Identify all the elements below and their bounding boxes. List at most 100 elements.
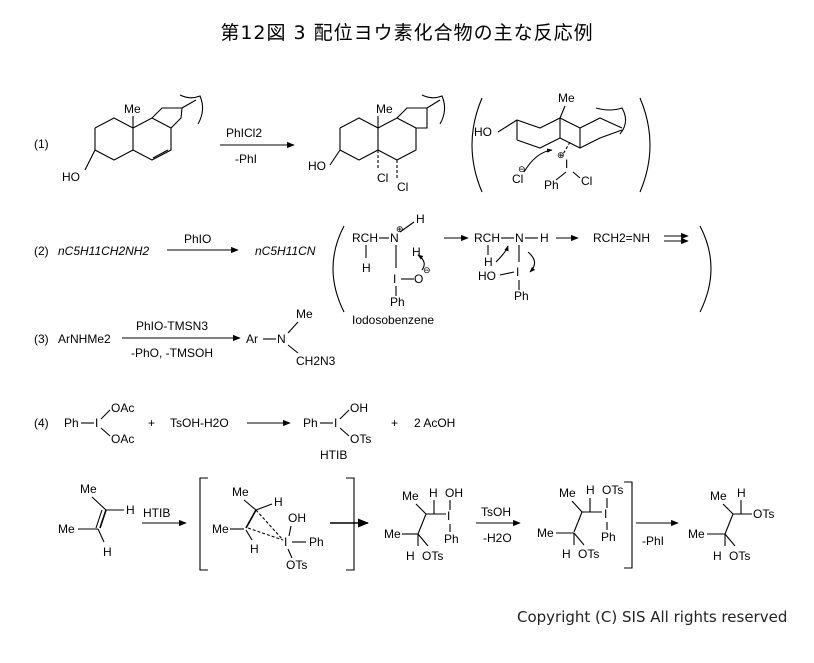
right-paren [639, 97, 651, 193]
r4-product-name: HTIB [320, 448, 347, 462]
product-chloro1-label: Cl [377, 171, 388, 185]
r2-oxygen: O [414, 272, 423, 286]
r5-cx-h2: H [250, 542, 259, 556]
r2-iodine-2: I [516, 265, 519, 279]
product-side-chain [426, 99, 441, 109]
product-chloro2-label: Cl [397, 180, 408, 194]
figure-title: 第12図 3 配位ヨウ素化合物の主な反応例 [220, 22, 594, 44]
r5-ts-h2: H [562, 547, 571, 561]
r2-hydroxy: HO [478, 269, 496, 283]
int-minus-charge: ⊖ [518, 164, 526, 174]
ring-c-part2 [170, 107, 183, 129]
r5-ts-bracket [624, 481, 633, 569]
reaction-3-reagent: PhIO-TMSN3 [136, 319, 208, 333]
r2-h-bottom-2: H [484, 255, 493, 269]
r4-i-oac2-bond [100, 427, 111, 437]
r5-fn-b1 [722, 503, 734, 515]
r5-cx-dash2 [247, 527, 284, 541]
reaction-1-reactant: Me HO [62, 94, 204, 184]
r5-cx-methyl1: Me [232, 485, 249, 499]
r5-ts-h1: H [586, 483, 595, 497]
squiggle [179, 94, 204, 125]
r3-methyl: Me [296, 307, 313, 321]
r4-i-oac1-bond [100, 409, 111, 420]
int-chloro: Cl [581, 174, 592, 188]
r5-cx-h1: H [274, 495, 283, 509]
r5-ad-iodine: I [447, 509, 450, 523]
r4-plus1: + [148, 416, 155, 430]
r5-ad-h1: H [429, 486, 438, 500]
r5-cx-double [245, 509, 257, 529]
int-cl-bond [572, 171, 581, 179]
r4-product-phenyl: Ph [303, 416, 318, 430]
r2-left-paren [332, 225, 345, 313]
r4-product-iodine: I [334, 416, 337, 430]
reaction-1: (1) Me HO PhICl2 -PhI Me [34, 91, 651, 194]
r5-alkene-methyl2: Me [58, 522, 75, 536]
r4-iodine: I [95, 416, 98, 430]
r4-acetoxy2: OAc [111, 432, 134, 446]
r2-nh-bond [399, 221, 415, 233]
r5-step2-byproduct: -H2O [483, 531, 512, 545]
r5-ts-methyl1: Me [559, 486, 576, 500]
r5-ad-b1 [415, 503, 427, 515]
reaction-1-product: Me HO Cl Cl [308, 94, 446, 194]
r5-alkene-h1: H [126, 503, 135, 517]
r5-ts-methyl2: Me [537, 526, 554, 540]
left-paren [471, 97, 483, 193]
int-methyl-label: Me [558, 91, 575, 105]
r5-ts-b7 [573, 532, 585, 546]
r5-ad-h2: H [406, 549, 415, 563]
r2-h-bottom: H [362, 261, 371, 275]
double-bond [152, 149, 169, 159]
r2-rch: RCH [352, 231, 378, 245]
r4-product-hydroxy: OH [350, 401, 368, 415]
side-chain [181, 99, 197, 109]
r3-nitrogen: N [277, 332, 286, 346]
reaction-1-byproduct: -PhI [235, 152, 257, 166]
reaction-3-label: (3) [34, 332, 49, 346]
chair-bottom [516, 129, 623, 149]
r4-product-tosyloxy: OTs [350, 432, 371, 446]
methyl-label: Me [124, 102, 141, 116]
reaction-4: (4) Ph I OAc OAc + TsOH-H2O Ph I OH OTs … [34, 401, 455, 462]
r2-imine: RCH2=NH [593, 231, 650, 245]
r2-curly-arrow-3 [527, 251, 536, 273]
r5-alkene-h2: H [103, 545, 112, 559]
ring-a [94, 117, 134, 161]
r5-reagent: HTIB [143, 506, 170, 520]
r3-n-me-bond [287, 321, 299, 334]
int-chloride: Cl [512, 172, 523, 186]
r5-ts-b1 [571, 500, 583, 513]
r5-ad-tosyloxy: OTs [422, 549, 443, 563]
r5-right-bracket [346, 477, 355, 571]
r5-cx-hydroxy: OH [288, 511, 306, 525]
r2-minus: ⊖ [423, 265, 431, 275]
r4-tsoh: TsOH-H2O [170, 416, 229, 430]
r5-fn-tosyloxy1: OTs [753, 507, 774, 521]
r5-ts-tosyloxy2: OTs [578, 547, 599, 561]
r2-h-2: H [540, 231, 549, 245]
int-hydroxy-label: HO [474, 125, 492, 139]
ring-b [132, 117, 172, 161]
r2-curly-arrow-2 [495, 245, 509, 263]
int-dash [561, 141, 571, 157]
r5-ad-phenyl: Ph [444, 532, 459, 546]
r2-plus: ⊕ [396, 224, 404, 234]
int-curly-arrow [523, 148, 553, 173]
r5-cx-i-ots [287, 548, 293, 559]
r2-rch-2: RCH [474, 231, 500, 245]
reaction-2: (2) nC5H11CH2NH2 PhIO nC5H11CN RCH N ⊕ H… [34, 212, 712, 327]
r2-phenyl: Ph [390, 295, 405, 309]
r5-alkene-b1 [91, 496, 107, 511]
r2-phenyl-2: Ph [514, 289, 529, 303]
reaction-1-intermediate: Me HO ⊕ I Ph Cl Cl ⊖ [471, 91, 651, 193]
oh-bond [84, 149, 96, 171]
r2-caption: Iodosobenzene [352, 313, 434, 327]
reaction-3-byproduct: -PhO, -TMSOH [131, 346, 213, 360]
r5-cx-dash1 [255, 509, 284, 541]
reaction-4-label: (4) [34, 416, 49, 430]
r5-ts-phenyl: Ph [601, 530, 616, 544]
r5-cx-methyl2: Me [212, 522, 229, 536]
